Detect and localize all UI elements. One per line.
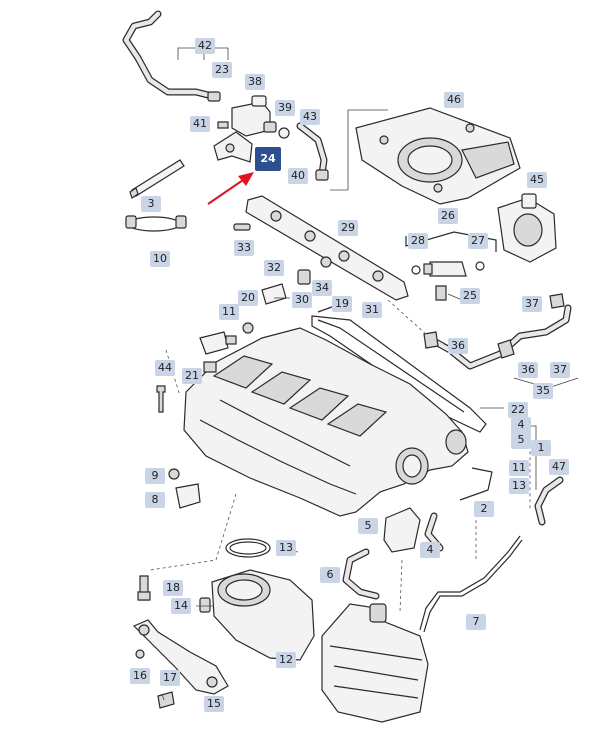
callout-12[interactable]: 12 — [276, 652, 296, 668]
callout-24-highlighted[interactable]: 24 — [255, 147, 281, 171]
bolt-44 — [156, 385, 166, 413]
callout-23[interactable]: 23 — [212, 62, 232, 78]
callout-44[interactable]: 44 — [155, 360, 175, 376]
callout-2[interactable]: 2 — [474, 501, 494, 517]
throttle-seal — [225, 538, 271, 558]
callout-20[interactable]: 20 — [238, 290, 258, 306]
callout-41[interactable]: 41 — [190, 116, 210, 132]
high-pressure-pump — [497, 193, 557, 263]
callout-1[interactable]: 1 — [531, 440, 551, 456]
intake-gasket — [311, 315, 487, 433]
vacuum-lines-right — [419, 467, 564, 633]
callout-11-right[interactable]: 11 — [509, 460, 529, 476]
callout-17[interactable]: 17 — [160, 670, 180, 686]
callout-22[interactable]: 22 — [508, 402, 528, 418]
fuel-injector — [405, 231, 497, 301]
callout-4-top[interactable]: 4 — [511, 417, 531, 433]
callout-40[interactable]: 40 — [288, 168, 308, 184]
vent-hose — [296, 109, 388, 191]
fuel-rail — [233, 195, 409, 301]
callout-4-bottom[interactable]: 4 — [420, 542, 440, 558]
intake-manifold — [183, 327, 469, 517]
callout-36[interactable]: 36 — [448, 338, 468, 354]
callout-42[interactable]: 42 — [195, 38, 215, 54]
manifold-sensors — [199, 331, 237, 373]
stud-18 — [137, 575, 151, 601]
callout-19[interactable]: 19 — [332, 296, 352, 312]
small-parts-left — [125, 159, 187, 232]
callout-10[interactable]: 10 — [150, 251, 170, 267]
callout-29[interactable]: 29 — [338, 220, 358, 236]
callout-16[interactable]: 16 — [130, 668, 150, 684]
callout-43[interactable]: 43 — [300, 109, 320, 125]
callout-30[interactable]: 30 — [292, 292, 312, 308]
callout-3[interactable]: 3 — [141, 196, 161, 212]
callout-36-right[interactable]: 36 — [518, 362, 538, 378]
indicator-arrow — [207, 172, 254, 205]
callout-46[interactable]: 46 — [444, 92, 464, 108]
callout-6[interactable]: 6 — [320, 567, 340, 583]
callout-28[interactable]: 28 — [408, 233, 428, 249]
callout-37-top[interactable]: 37 — [522, 296, 542, 312]
callout-11-top[interactable]: 11 — [219, 304, 239, 320]
callout-34[interactable]: 34 — [312, 280, 332, 296]
callout-5-bottom[interactable]: 5 — [358, 518, 378, 534]
callout-31[interactable]: 31 — [362, 302, 382, 318]
callout-47[interactable]: 47 — [549, 459, 569, 475]
callout-45[interactable]: 45 — [527, 172, 547, 188]
callout-13-bottom[interactable]: 13 — [276, 540, 296, 556]
callout-8[interactable]: 8 — [145, 492, 165, 508]
callout-18[interactable]: 18 — [163, 580, 183, 596]
callout-9[interactable]: 9 — [145, 468, 165, 484]
callout-21[interactable]: 21 — [182, 368, 202, 384]
air-filter-housing — [321, 603, 429, 723]
support-bracket — [132, 619, 229, 709]
callout-33[interactable]: 33 — [234, 240, 254, 256]
callout-39[interactable]: 39 — [275, 100, 295, 116]
callout-27[interactable]: 27 — [468, 233, 488, 249]
callout-15[interactable]: 15 — [204, 696, 224, 712]
callout-32[interactable]: 32 — [264, 260, 284, 276]
callout-14[interactable]: 14 — [171, 598, 191, 614]
callout-38[interactable]: 38 — [245, 74, 265, 90]
pressure-sensor — [242, 256, 341, 334]
solenoid-valve — [213, 95, 290, 163]
callout-35[interactable]: 35 — [533, 383, 553, 399]
callout-26[interactable]: 26 — [438, 208, 458, 224]
vacuum-hose-assembly — [122, 10, 229, 102]
callout-37-right[interactable]: 37 — [550, 362, 570, 378]
callout-7[interactable]: 7 — [466, 614, 486, 630]
callout-5-top[interactable]: 5 — [511, 432, 531, 448]
callout-25[interactable]: 25 — [460, 288, 480, 304]
callout-13-right[interactable]: 13 — [509, 478, 529, 494]
temperature-sensor — [168, 468, 201, 509]
cylinder-head-cover — [355, 107, 521, 205]
hose-6 — [342, 548, 380, 600]
throttle-body — [199, 569, 315, 661]
